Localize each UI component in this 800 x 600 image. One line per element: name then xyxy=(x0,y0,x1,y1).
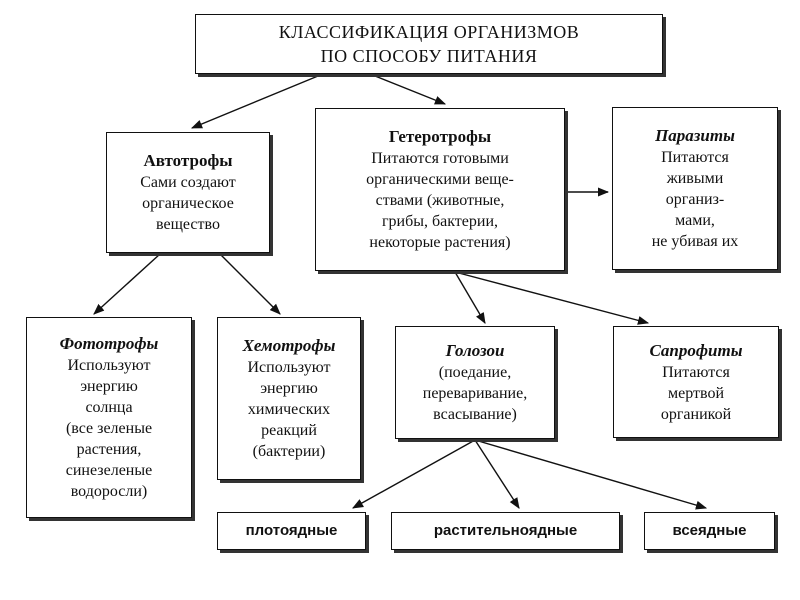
parasites-desc: Питаются живыми организ- мами, не убивая… xyxy=(651,149,739,250)
arrow-autotrophs-to-chemotrophs xyxy=(219,253,281,315)
autotrophs-desc: Сами создают органическое вещество xyxy=(140,174,236,233)
saprophytes-desc: Питаются мертвой органикой xyxy=(660,363,732,423)
saprophytes-box: Сапрофиты Питаются мертвой органикой xyxy=(613,326,779,438)
herbivores-box: растительноядные xyxy=(391,512,620,550)
saprophytes-title: Сапрофиты xyxy=(649,340,743,360)
title-line-2: ПО СПОСОБУ ПИТАНИЯ xyxy=(320,46,538,66)
arrow-heterotrophs-to-saprophytes xyxy=(454,271,650,325)
heterotrophs-title: Гетеротрофы xyxy=(388,127,492,146)
title-line-1: КЛАССИФИКАЦИЯ ОРГАНИЗМОВ xyxy=(278,22,580,42)
phototrophs-title: Фототрофы xyxy=(59,334,159,353)
arrow-title-to-heterotrophs xyxy=(374,75,447,105)
autotrophs-box: Автотрофы Сами создают органическое веще… xyxy=(106,132,270,253)
arrow-title-to-autotrophs xyxy=(190,75,319,129)
holozoic-box: Голозои (поедание, переваривание, всасыв… xyxy=(395,326,555,439)
arrow-autotrophs-to-phototrophs xyxy=(93,253,161,315)
omnivores-box: всеядные xyxy=(644,512,775,550)
arrow-holozoic-to-omnivores xyxy=(474,439,708,510)
parasites-title: Паразиты xyxy=(655,126,735,145)
arrow-heterotrophs-to-holozoic xyxy=(454,271,486,324)
parasites-box: Паразиты Питаются живыми организ- мами, … xyxy=(612,107,778,270)
heterotrophs-desc: Питаются готовыми органическими веще- ст… xyxy=(366,150,514,251)
arrow-holozoic-to-herbivores xyxy=(474,439,520,509)
carnivores-box: плотоядные xyxy=(217,512,366,550)
herbivores-label: растительноядные xyxy=(433,522,578,539)
chemotrophs-desc: Используют энергию химических реакций (б… xyxy=(247,359,331,460)
chemotrophs-box: Хемотрофы Используют энергию химических … xyxy=(217,317,361,480)
omnivores-label: всеядные xyxy=(672,522,747,539)
phototrophs-box: Фототрофы Используют энергию солнца (все… xyxy=(26,317,192,518)
carnivores-label: плотоядные xyxy=(245,522,338,539)
arrow-holozoic-to-carnivores xyxy=(352,439,476,509)
holozoic-title: Голозои xyxy=(445,341,505,360)
phototrophs-desc: Используют энергию солнца (все зеленые р… xyxy=(65,357,153,500)
chemotrophs-title: Хемотрофы xyxy=(242,336,336,355)
title-box: КЛАССИФИКАЦИЯ ОРГАНИЗМОВ ПО СПОСОБУ ПИТА… xyxy=(195,14,663,74)
autotrophs-title: Автотрофы xyxy=(143,151,233,170)
holozoic-desc: (поедание, переваривание, всасывание) xyxy=(422,364,528,423)
heterotrophs-box: Гетеротрофы Питаются готовыми органическ… xyxy=(315,108,565,271)
